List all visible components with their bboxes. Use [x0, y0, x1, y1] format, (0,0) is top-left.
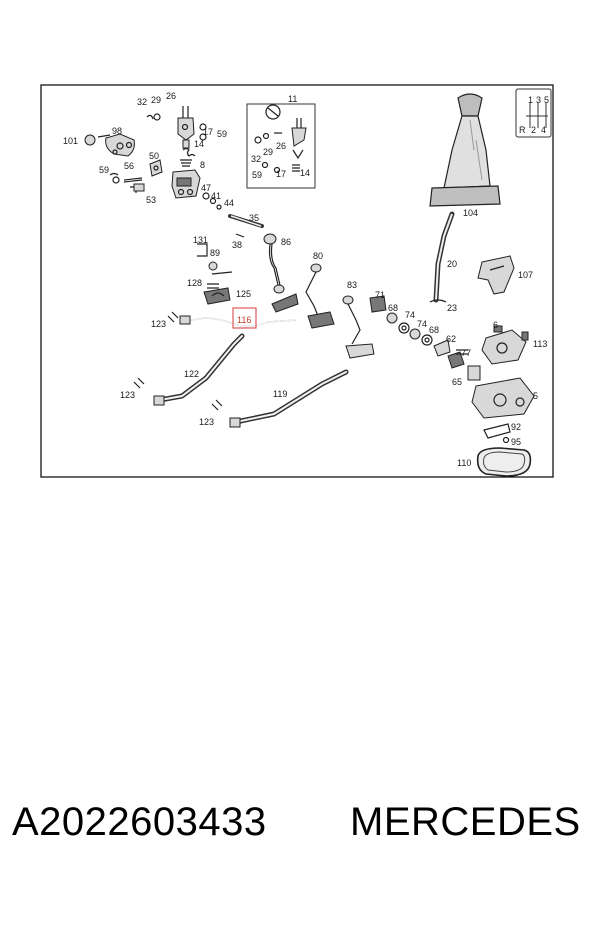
label-125: 125 [236, 289, 251, 299]
label-8: 8 [200, 160, 205, 170]
screws-123 [133, 311, 223, 411]
label-59-kit: 59 [252, 170, 262, 180]
caption: A2022603433 MERCEDES [0, 800, 600, 860]
label-53: 53 [146, 195, 156, 205]
label-68-b: 68 [429, 325, 439, 335]
label-17-kit: 17 [276, 169, 286, 179]
shift-lever-20 [429, 211, 455, 303]
lever-83 [342, 295, 375, 359]
label-122: 122 [184, 369, 199, 379]
label-41: 41 [211, 191, 221, 201]
label-68: 68 [388, 303, 398, 313]
shift-pattern-box: 1 3 5 R 2 4 [515, 88, 552, 138]
label-56: 56 [124, 161, 134, 171]
label-65: 65 [452, 377, 462, 387]
label-89: 89 [210, 248, 220, 258]
service-kit-box [246, 103, 316, 189]
label-5: 5 [533, 391, 538, 401]
label-83: 83 [347, 280, 357, 290]
label-29: 29 [151, 95, 161, 105]
label-38: 38 [232, 240, 242, 250]
lever-86 [263, 233, 285, 294]
gear-knob-boot-104 [429, 93, 501, 207]
bracket-assembly [84, 133, 135, 157]
part-labels: 101 98 32 29 26 14 17 59 11 32 29 26 59 … [63, 91, 547, 468]
label-44: 44 [224, 198, 234, 208]
highlight-box-116 [232, 307, 257, 329]
label-74-b: 74 [417, 319, 427, 329]
selector-bracket [197, 243, 233, 305]
label-71: 71 [375, 290, 385, 300]
housing-6 [481, 325, 529, 365]
pin-assembly [228, 214, 264, 238]
label-26-kit: 26 [276, 141, 286, 151]
label-50: 50 [149, 151, 159, 161]
lever-80 [305, 263, 335, 329]
label-104: 104 [463, 208, 478, 218]
label-110: 110 [457, 458, 471, 468]
label-77: 77 [461, 348, 471, 358]
label-11: 11 [288, 94, 297, 104]
gear-1-label: 1 [528, 95, 533, 105]
part-number: A2022603433 [12, 800, 267, 844]
rod-122 [153, 333, 245, 406]
label-128: 128 [187, 278, 202, 288]
label-6: 6 [493, 320, 498, 330]
label-35: 35 [249, 213, 259, 223]
label-123-bottom: 123 [199, 417, 214, 427]
gear-4-label: 4 [541, 125, 546, 135]
label-32-kit: 32 [251, 154, 261, 164]
label-74: 74 [405, 310, 415, 320]
label-26: 26 [166, 91, 176, 101]
label-47: 47 [201, 183, 211, 193]
label-62: 62 [446, 334, 456, 344]
gear-5-label: 5 [544, 95, 549, 105]
label-107: 107 [518, 270, 533, 280]
label-14-kit: 14 [300, 168, 310, 178]
cable-116 [179, 293, 299, 328]
label-113: 113 [533, 339, 547, 349]
label-123-left: 123 [120, 390, 135, 400]
label-29-kit: 29 [263, 147, 273, 157]
bracket-107 [477, 255, 515, 295]
label-123-top: 123 [151, 319, 166, 329]
label-98: 98 [112, 126, 122, 136]
brand-name: MERCEDES [350, 800, 581, 844]
label-23: 23 [447, 303, 457, 313]
gear-2-label: 2 [531, 125, 536, 135]
label-17: 17 [203, 127, 213, 137]
label-101: 101 [63, 136, 78, 146]
bushing-assembly [447, 349, 481, 381]
gasket-92 [483, 423, 511, 444]
label-32: 32 [137, 97, 147, 107]
label-14: 14 [194, 139, 204, 149]
label-131: 131 [193, 235, 208, 245]
gear-r-label: R [519, 125, 526, 135]
label-95: 95 [511, 437, 521, 447]
gear-3-label: 3 [536, 95, 541, 105]
label-119: 119 [273, 389, 287, 399]
rod-119 [229, 369, 349, 428]
parts-diagram: 1 3 5 R 2 4 [40, 84, 554, 478]
label-86: 86 [281, 237, 291, 247]
label-116: 116 [237, 315, 251, 325]
label-59-left: 59 [99, 165, 109, 175]
housing-5 [471, 377, 535, 419]
shift-lever-housing [109, 147, 222, 210]
lever-top-assembly [146, 106, 207, 149]
label-80: 80 [313, 251, 323, 261]
boot-110 [476, 447, 532, 477]
label-20: 20 [447, 259, 457, 269]
label-59: 59 [217, 129, 227, 139]
washer-stack [369, 295, 451, 357]
label-92: 92 [511, 422, 521, 432]
